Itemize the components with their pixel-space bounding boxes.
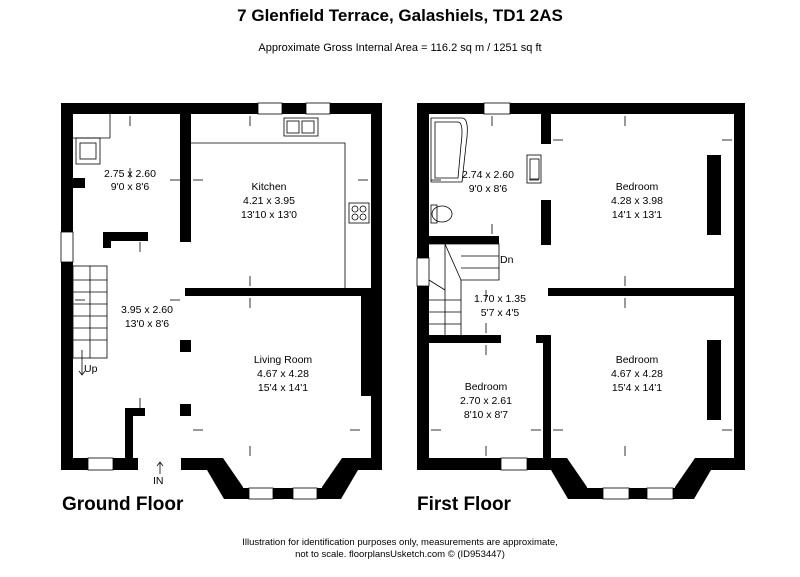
bedroom3-dimensions-imperial: 15'4 x 14'1 xyxy=(612,382,662,394)
plan-title: 7 Glenfield Terrace, Galashiels, TD1 2AS xyxy=(237,6,563,25)
stairs-down-label: Dn xyxy=(500,254,514,266)
bedroom1-dimensions-metric: 4.28 x 3.98 xyxy=(611,195,663,207)
bedroom2-dimensions-imperial: 8'10 x 8'7 xyxy=(464,409,508,421)
entrance-label: IN xyxy=(153,475,164,487)
bathroom-dimensions-imperial: 9'0 x 8'6 xyxy=(469,183,508,195)
ground-floor-label: Ground Floor xyxy=(62,494,184,515)
bedroom2-dimensions-metric: 2.70 x 2.61 xyxy=(460,395,512,407)
bedroom3-dimensions-metric: 4.67 x 4.28 xyxy=(611,368,663,380)
landing-dimensions-metric: 1.70 x 1.35 xyxy=(474,293,526,305)
bedroom2-label: Bedroom xyxy=(465,381,508,393)
first-floor-label: First Floor xyxy=(417,494,512,515)
first-floor-plan: 2.74 x 2.60 9'0 x 8'6 Bedroom 4.28 x 3.9… xyxy=(416,102,745,515)
bedroom3-label: Bedroom xyxy=(616,354,659,366)
hall-dimensions-imperial: 13'0 x 8'6 xyxy=(125,318,169,330)
hall-dimensions-metric: 3.95 x 2.60 xyxy=(121,304,173,316)
disclaimer-line-1: Illustration for identification purposes… xyxy=(242,537,558,548)
landing-dimensions-imperial: 5'7 x 4'5 xyxy=(481,307,520,319)
bedroom1-dimensions-imperial: 14'1 x 13'1 xyxy=(612,209,662,221)
living-room-dimensions-imperial: 15'4 x 14'1 xyxy=(258,382,308,394)
ground-floor-plan: 2.75 x 2.60 9'0 x 8'6 Kitchen 4.21 x 3.9… xyxy=(60,102,382,515)
stairs-up-label: Up xyxy=(84,363,98,375)
living-room-label: Living Room xyxy=(254,354,313,366)
living-room-dimensions-metric: 4.67 x 4.28 xyxy=(257,368,309,380)
bathroom-dimensions-metric: 2.74 x 2.60 xyxy=(462,169,514,181)
kitchen-dimensions-imperial: 13'10 x 13'0 xyxy=(241,209,297,221)
utility-dimensions-metric: 2.75 x 2.60 xyxy=(104,168,156,180)
utility-dimensions-imperial: 9'0 x 8'6 xyxy=(111,181,150,193)
kitchen-label: Kitchen xyxy=(251,181,286,193)
bedroom1-label: Bedroom xyxy=(616,181,659,193)
gross-area: Approximate Gross Internal Area = 116.2 … xyxy=(258,42,542,54)
kitchen-dimensions-metric: 4.21 x 3.95 xyxy=(243,195,295,207)
disclaimer-line-2: not to scale. floorplansUsketch.com © (I… xyxy=(295,549,505,560)
disclaimer: Illustration for identification purposes… xyxy=(0,537,800,561)
